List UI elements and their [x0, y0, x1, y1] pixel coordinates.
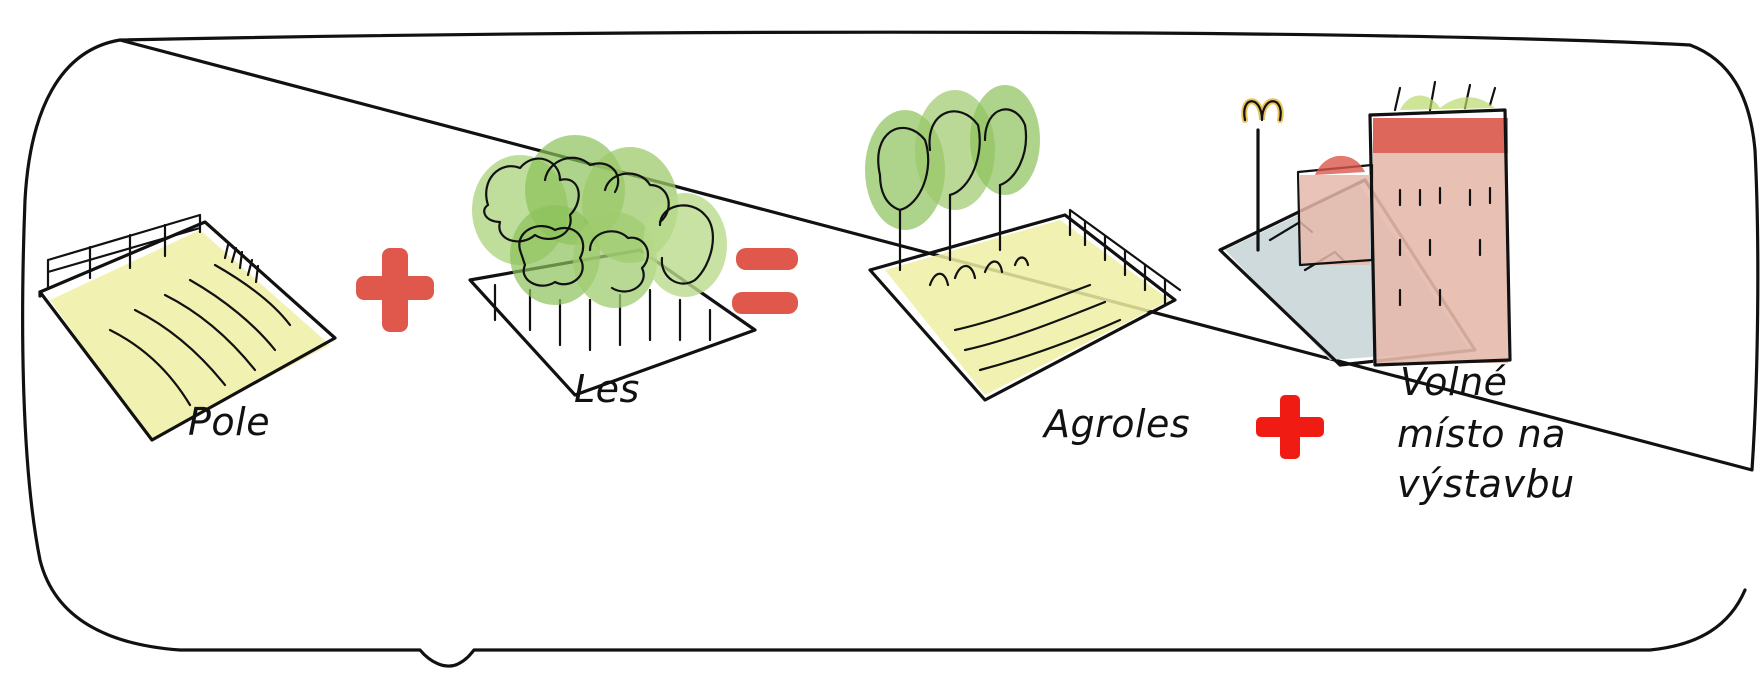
plus-operator-1 [356, 248, 434, 332]
field-icon [38, 213, 337, 442]
agroforest-icon [865, 85, 1182, 402]
label-volne-line1: Volné [1400, 360, 1508, 404]
label-volne-line2: místo na [1397, 412, 1566, 456]
label-pole: Pole [188, 400, 270, 444]
speech-bubble-outline [21, 30, 1760, 668]
equals-operator [732, 248, 798, 314]
label-agroles: Agroles [1041, 402, 1190, 446]
label-volne-line3: výstavbu [1397, 462, 1575, 506]
town-building-icon [1218, 80, 1512, 367]
plus-operator-2 [1256, 395, 1324, 459]
label-les: Les [574, 367, 640, 411]
forest-icon [468, 135, 757, 397]
